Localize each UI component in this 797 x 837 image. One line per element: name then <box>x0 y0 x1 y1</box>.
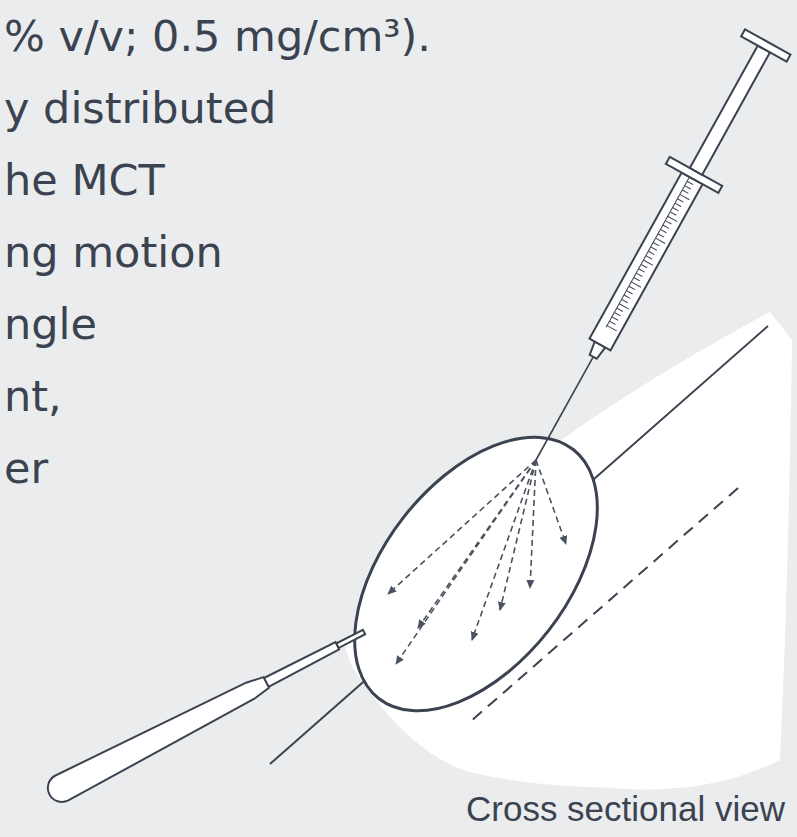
body-text-line: he MCT <box>4 152 165 208</box>
body-text-line: ng motion <box>4 224 223 280</box>
spatula <box>43 620 370 807</box>
surface-line <box>270 326 768 764</box>
injection-zone <box>306 393 646 755</box>
syringe <box>510 27 794 474</box>
body-text-line: y distributed <box>4 80 276 136</box>
body-text-line: nt, <box>4 368 62 424</box>
body-text-line: ngle <box>4 296 97 352</box>
body-text-line: % v/v; 0.5 mg/cm³). <box>4 8 431 64</box>
body-text-line: er <box>4 440 48 496</box>
dispersion-arrows <box>388 460 566 664</box>
view-caption: Cross sectional view <box>466 788 785 830</box>
